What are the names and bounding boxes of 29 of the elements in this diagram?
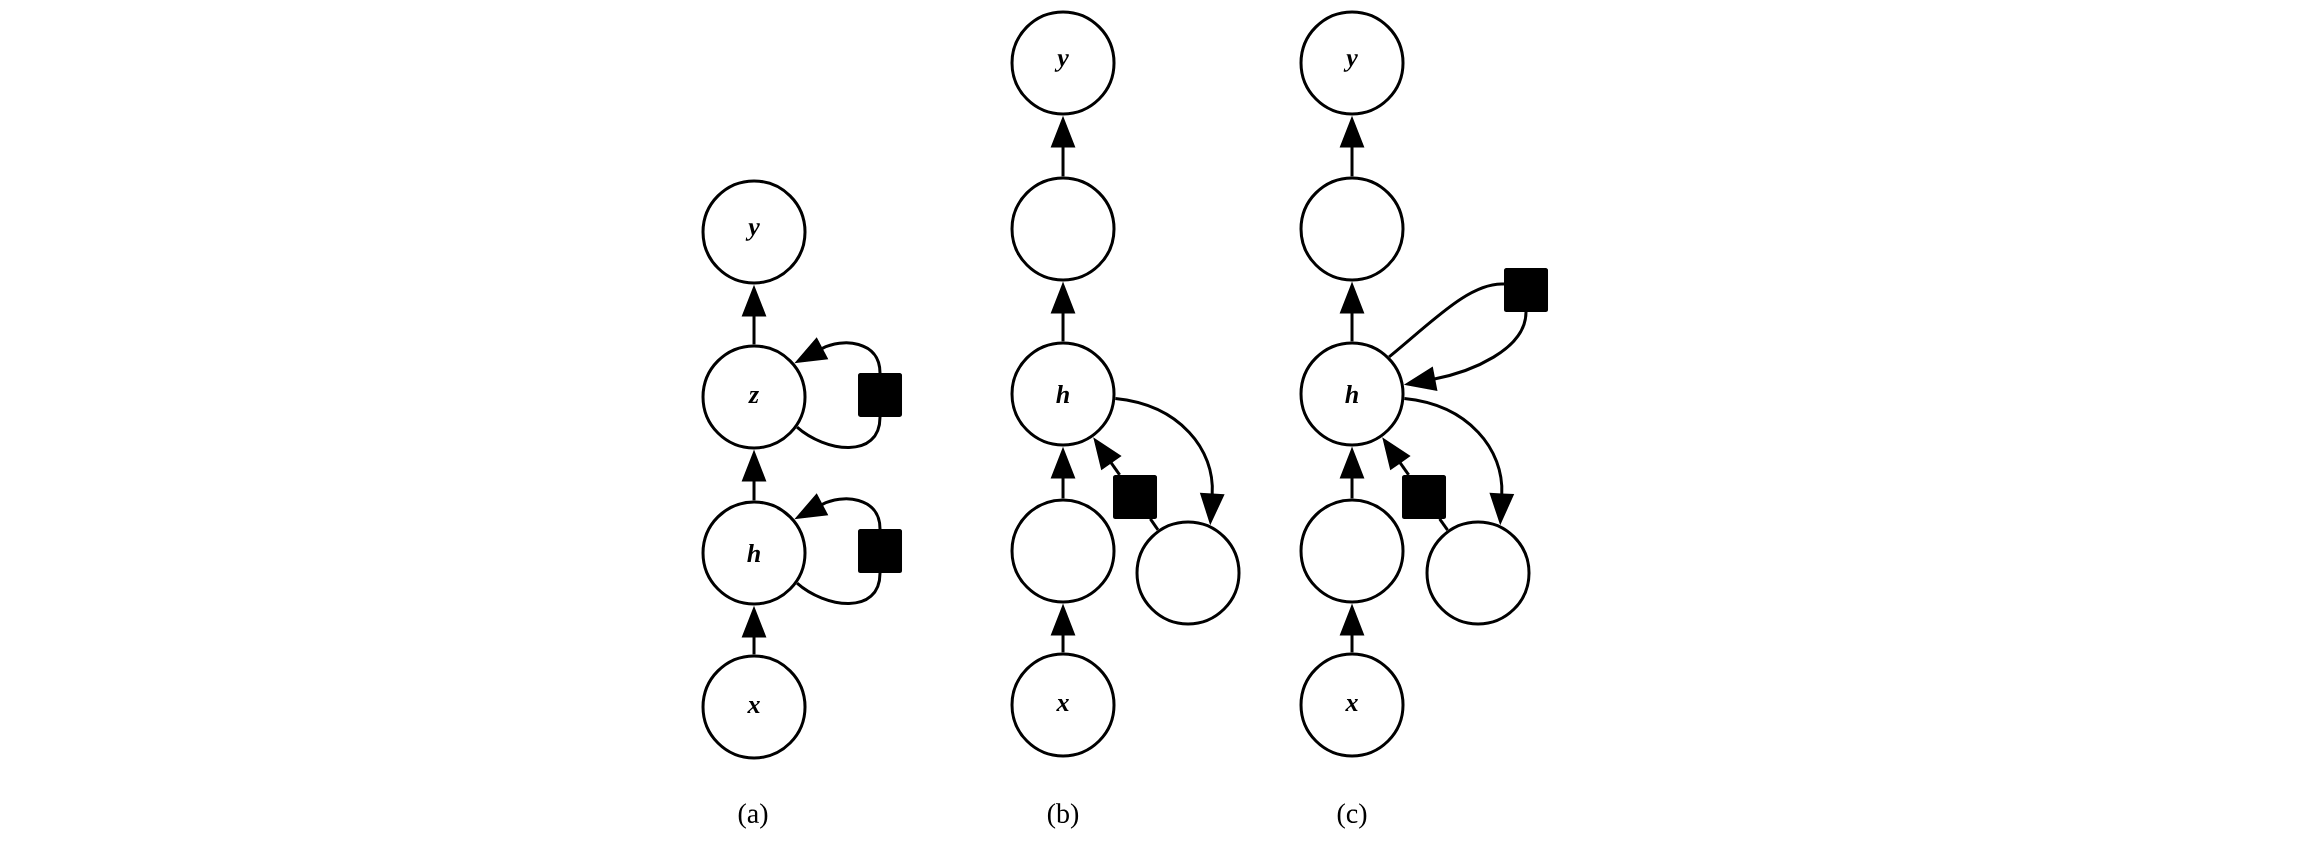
circle-node: y: [1010, 10, 1116, 116]
connector-line: [796, 416, 882, 449]
circle-node: y: [701, 179, 807, 285]
square-node: [1402, 475, 1446, 519]
circle-node: h: [701, 500, 807, 606]
circle-node: [1299, 498, 1405, 604]
connector-line: [1438, 518, 1449, 532]
connector-line: [1149, 518, 1160, 531]
circle-node: z: [701, 344, 807, 450]
square-node: [858, 529, 902, 573]
panel-label: (b): [1047, 803, 1079, 829]
square-node: [1113, 475, 1157, 519]
circle-node: y: [1299, 10, 1405, 116]
panel-label: (a): [738, 803, 768, 829]
circle-node: h: [1299, 341, 1405, 447]
circle-node: x: [1010, 652, 1116, 758]
circle-node: [1299, 176, 1405, 282]
square-node: [1504, 268, 1548, 312]
panel-label: (c): [1337, 803, 1367, 829]
square-node: [858, 373, 902, 417]
connector-line: [1388, 282, 1505, 358]
circle-node: x: [701, 654, 807, 760]
circle-node: [1010, 498, 1116, 604]
circle-node: x: [1299, 652, 1405, 758]
circle-node: [1425, 520, 1531, 626]
connector-line: [796, 572, 882, 605]
circle-node: h: [1010, 341, 1116, 447]
circle-node: [1010, 176, 1116, 282]
circle-node: [1135, 520, 1241, 626]
